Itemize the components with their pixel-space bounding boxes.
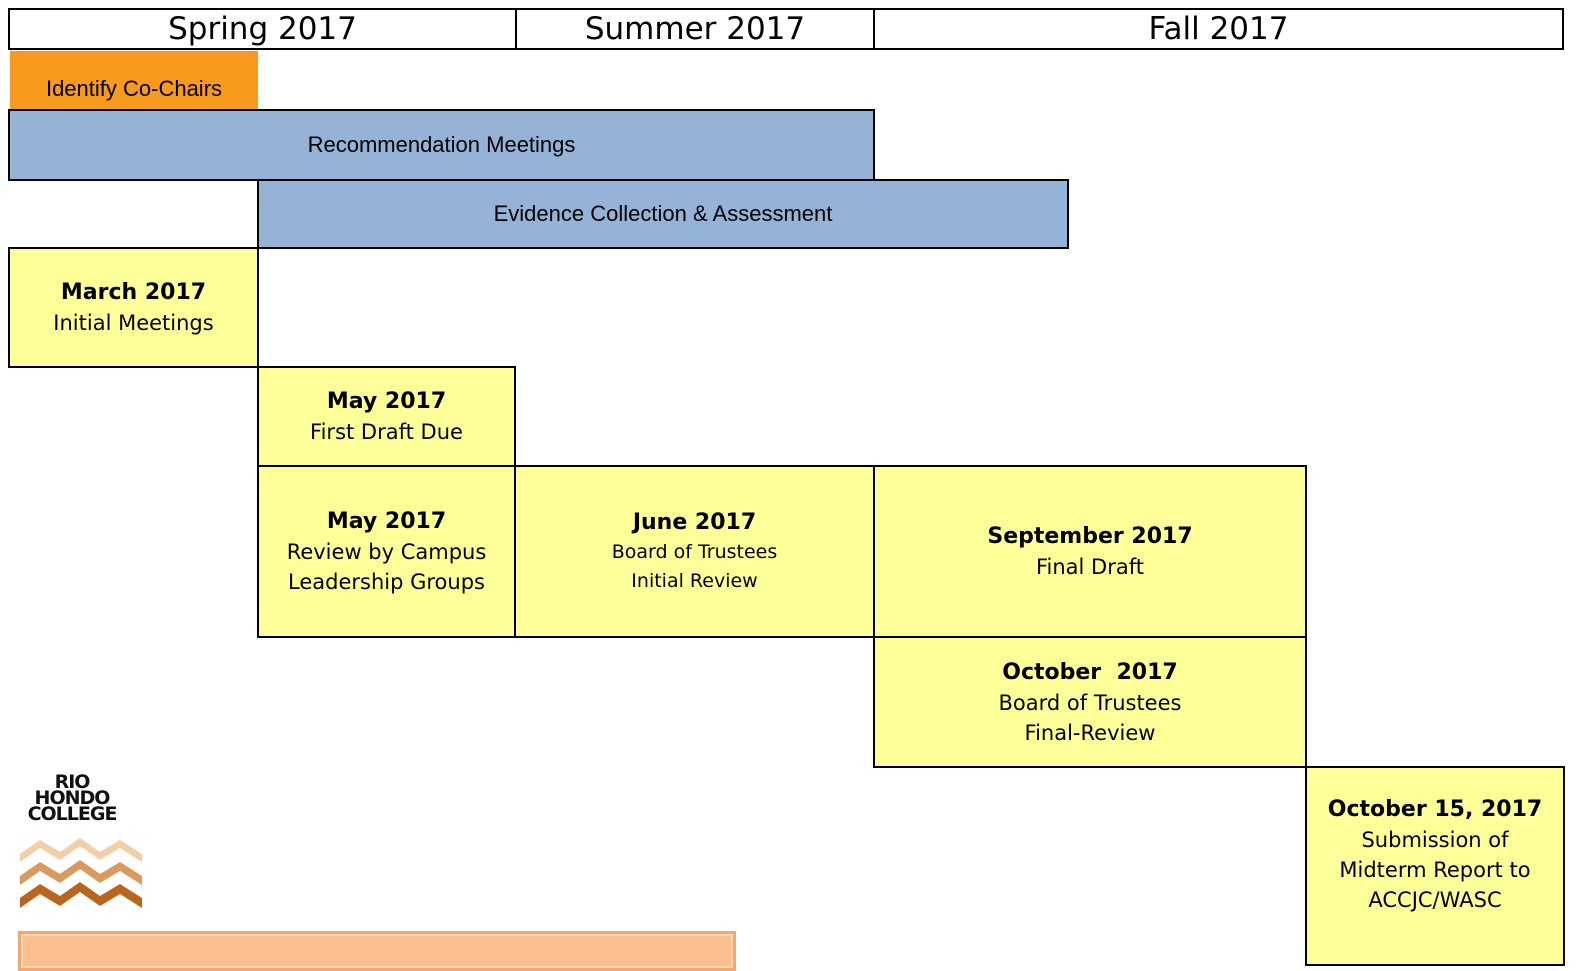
milestone-date: October 2017 — [1002, 659, 1178, 685]
semester-header-summer: Summer 2017 — [515, 8, 875, 50]
milestone-text: Board of Trustees Initial Review — [611, 541, 778, 592]
milestone-june-2017: June 2017 Board of Trustees Initial Revi… — [514, 465, 875, 638]
logo-line-3: COLLEGE — [27, 803, 118, 825]
logo-waves-icon — [20, 838, 142, 908]
milestone-october-15-2017: October 15, 2017 Submission of Midterm R… — [1305, 766, 1565, 966]
college-logo: RIO HONDO COLLEGE — [18, 771, 148, 914]
milestone-text: Board of Trustees Final-Review — [998, 690, 1182, 745]
milestone-date: May 2017 — [326, 509, 447, 534]
milestone-text: Final Draft — [1035, 555, 1144, 579]
milestone-text: Submission of Midterm Report to ACCJC/WA… — [1339, 828, 1531, 912]
milestone-october-2017: October 2017 Board of Trustees Final-Rev… — [873, 636, 1307, 768]
bar-recommendation-meetings: Recommendation Meetings — [8, 109, 875, 181]
milestone-march-2017: March 2017 Initial Meetings — [8, 247, 259, 368]
milestone-may-2017-draft: May 2017 First Draft Due — [257, 366, 516, 467]
milestone-text: Review by Campus Leadership Groups — [286, 540, 487, 594]
milestone-date: May 2017 — [326, 389, 447, 414]
semester-header-spring: Spring 2017 — [8, 8, 517, 50]
footer-banner — [18, 931, 736, 971]
milestone-september-2017: September 2017 Final Draft — [873, 465, 1307, 638]
logo-line-2: HONDO — [34, 787, 111, 809]
logo-wordmark: RIO HONDO COLLEGE — [18, 771, 126, 825]
bar-identify-co-chairs: Identify Co-Chairs — [10, 51, 258, 109]
milestone-date: March 2017 — [60, 280, 207, 305]
milestone-may-2017-review: May 2017 Review by Campus Leadership Gro… — [257, 465, 516, 638]
milestone-date: June 2017 — [632, 510, 757, 535]
semester-header-fall: Fall 2017 — [873, 8, 1564, 50]
milestone-text: First Draft Due — [310, 420, 463, 444]
bar-evidence-collection: Evidence Collection & Assessment — [257, 179, 1069, 249]
milestone-text: Initial Meetings — [53, 311, 214, 335]
milestone-date: September 2017 — [987, 524, 1193, 549]
milestone-date: October 15, 2017 — [1327, 797, 1543, 822]
logo-line-1: RIO — [54, 771, 91, 793]
